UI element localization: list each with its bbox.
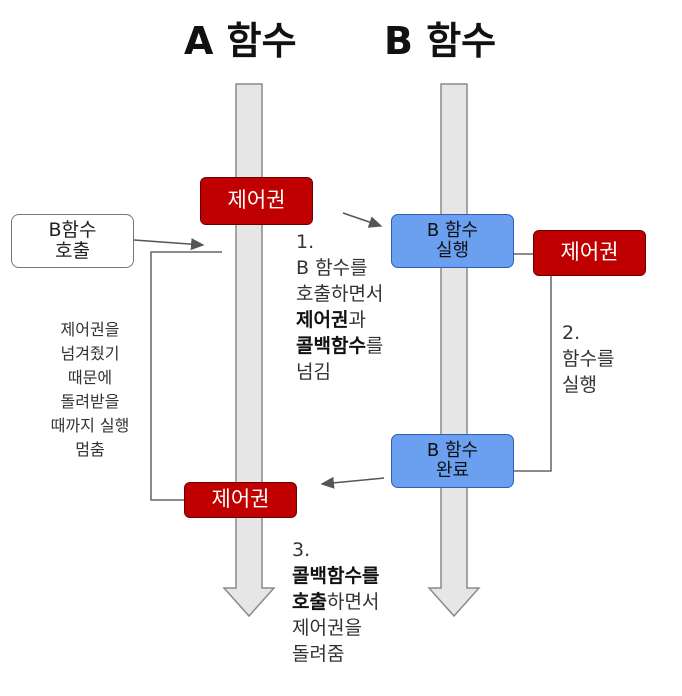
b-start-line-2: 실행 <box>435 240 470 261</box>
step-3-number: 3. <box>292 539 311 561</box>
note-line-2: 넘겨줬기 <box>60 344 120 363</box>
b-function-start-box: B 함수 실행 <box>391 214 514 268</box>
b-done-line-2: 완료 <box>435 460 470 481</box>
step-1-line-1: B 함수를 <box>296 257 368 279</box>
note-line-1: 제어권을 <box>60 320 120 339</box>
call-b-line-1: B함수 <box>48 219 97 242</box>
step-2-number: 2. <box>562 322 581 344</box>
arrow-return <box>320 476 385 489</box>
step-1-after-1: 과 <box>348 309 366 331</box>
step-1-number: 1. <box>296 231 315 253</box>
step-1-line-4: 콜백함수를 <box>296 333 383 359</box>
b-done-line-1: B 함수 <box>426 440 479 462</box>
step-1-after-2: 를 <box>365 335 384 357</box>
call-b-box: B함수 호출 <box>11 214 134 268</box>
step-1-line-3: 제어권과 <box>296 307 383 333</box>
note-line-5: 때까지 실행 <box>50 416 130 435</box>
step-3-line-2: 호출하면서 <box>292 589 379 615</box>
arrow-control-to-b <box>342 212 383 228</box>
step-3-line-4: 돌려줌 <box>292 643 345 665</box>
step-1-text: 1. B 함수를 호출하면서 제어권과 콜백함수를 넘김 <box>296 229 383 385</box>
note-line-4: 돌려받을 <box>60 392 120 411</box>
step-2-line-2: 실행 <box>562 374 597 396</box>
step-3-line-3: 제어권을 <box>292 617 362 639</box>
waiting-note: 제어권을 넘겨줬기 때문에 돌려받을 때까지 실행 멈춤 <box>30 318 150 462</box>
timeline-a-arrow <box>222 83 276 618</box>
title-a-function: A 함수 <box>184 19 297 63</box>
note-line-3: 때문에 <box>67 368 113 387</box>
control-box-a-bottom: 제어권 <box>184 482 297 518</box>
call-b-line-2: 호출 <box>55 240 90 262</box>
exec-line <box>514 276 552 472</box>
arrow-call-b <box>133 238 205 251</box>
waiting-bracket <box>150 251 222 501</box>
control-box-a-top: 제어권 <box>200 177 313 225</box>
step-3-after-2: 하면서 <box>326 591 380 613</box>
control-box-b: 제어권 <box>533 230 646 276</box>
step-1-line-2: 호출하면서 <box>296 283 384 305</box>
step-3-bold-callback: 콜백함수를 <box>292 565 380 587</box>
b-function-done-box: B 함수 완료 <box>391 434 514 488</box>
step-1-bold-control: 제어권 <box>296 309 349 331</box>
step-3-bold-call: 호출 <box>292 591 327 613</box>
timeline-b-arrow <box>427 83 481 618</box>
b-start-line-1: B 함수 <box>426 220 479 242</box>
step-3-text: 3. 콜백함수를 호출하면서 제어권을 돌려줌 <box>292 537 379 667</box>
step-2-text: 2. 함수를 실행 <box>562 320 614 398</box>
step-2-line-1: 함수를 <box>562 348 615 370</box>
step-3-line-1: 콜백함수를 <box>292 563 379 589</box>
note-line-6: 멈춤 <box>75 440 105 459</box>
step-1-bold-callback: 콜백함수 <box>296 335 366 357</box>
title-b-function: B 함수 <box>384 19 497 63</box>
step-1-line-5: 넘김 <box>296 361 331 383</box>
